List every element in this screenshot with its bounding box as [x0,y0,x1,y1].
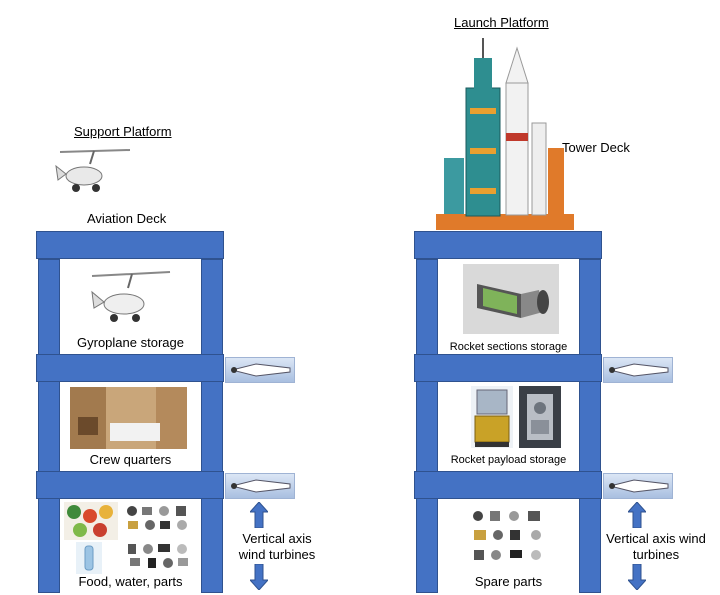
support-deck-label: Aviation Deck [87,211,167,226]
launch-right-pillar [579,259,601,593]
turbine-icon [603,357,673,383]
gyroplane-storage-icon [91,271,171,322]
spare-parts-label: Spare parts [474,574,543,589]
rocket-sections-storage-label: Rocket sections storage [449,341,568,353]
support-floor-1 [36,354,224,382]
crew-quarters-photo [70,387,187,449]
spare-parts-photo [473,511,541,560]
parts-photo-2 [128,544,188,568]
turbine-icon [225,473,295,499]
launch-floor-2 [414,471,602,499]
parts-photo-1 [127,506,187,530]
gyroplane-storage-label: Gyroplane storage [77,335,184,350]
turbine-icon [603,473,673,499]
gyroplane-icon [55,149,131,192]
food-water-parts-label: Food, water, parts [78,574,183,589]
launch-floor-1 [414,354,602,382]
launch-top-deck [414,231,602,259]
support-top-deck [36,231,224,259]
launch-platform-title: Launch Platform [454,15,549,30]
rocket-payload-storage-label: Rocket payload storage [450,454,567,466]
payload-photo-2 [519,386,561,448]
arrow-up-icon [628,502,646,528]
wind-turbines-label-right: Vertical axis wind turbines [606,531,706,562]
support-platform-title: Support Platform [74,124,172,139]
support-right-pillar [201,259,223,593]
arrow-up-icon [250,502,268,528]
payload-photo-1 [471,386,513,448]
rocket-launch-tower-icon [436,38,574,230]
arrow-down-icon [628,564,646,590]
launch-deck-label: Tower Deck [562,140,630,155]
water-photo [76,542,102,574]
wind-turbines-label-left: Vertical axis wind turbines [238,531,316,562]
rocket-section-photo [463,264,559,334]
launch-left-pillar [416,259,438,593]
support-floor-2 [36,471,224,499]
crew-quarters-label: Crew quarters [89,452,172,467]
arrow-down-icon [250,564,268,590]
turbine-icon [225,357,295,383]
food-photo [64,502,118,540]
support-left-pillar [38,259,60,593]
